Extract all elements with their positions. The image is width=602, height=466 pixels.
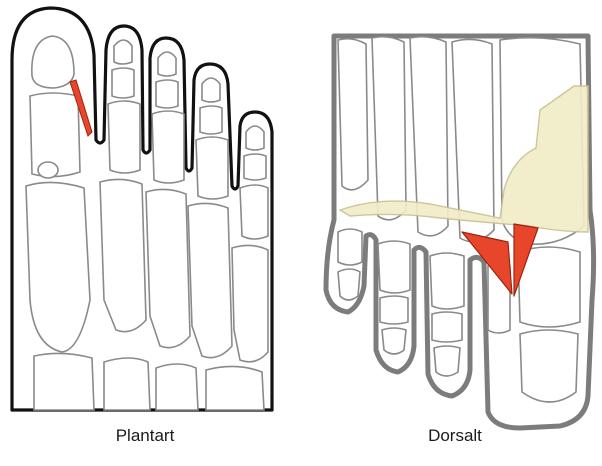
- plantar-toe4-proximal: [196, 137, 228, 199]
- plantar-toe4-middle: [200, 106, 222, 134]
- plantar-toe3-proximal: [152, 111, 184, 183]
- plantar-foot-illustration: [12, 8, 272, 410]
- dorsal-foot-illustration: [326, 36, 594, 428]
- plantar-metatarsal-4: [188, 203, 232, 357]
- dorsal-toe5-distal: [338, 269, 360, 300]
- plantar-toe2-middle: [112, 68, 134, 98]
- plantar-hallux-distal: [32, 36, 74, 88]
- plantar-metatarsal-5: [232, 245, 268, 361]
- plantar-cuneiform-2: [104, 358, 150, 410]
- dorsal-hallux-distal: [520, 330, 578, 402]
- dorsal-toe4-proximal: [378, 241, 410, 293]
- plantar-sesamoid: [38, 162, 58, 178]
- plantar-cuboid: [206, 366, 264, 410]
- plantar-cuneiform-3: [156, 364, 198, 410]
- plantar-toe5-proximal: [240, 185, 268, 239]
- dorsal-metatarsal-4: [372, 37, 406, 220]
- plantar-metatarsal-2: [100, 179, 146, 331]
- plantar-toe2-proximal: [108, 101, 140, 173]
- plantar-toe2-distal: [114, 40, 132, 64]
- dorsal-toe4-middle: [380, 296, 408, 324]
- plantar-toe5-distal: [246, 126, 264, 150]
- dorsal-toe3-middle: [432, 312, 462, 342]
- plantar-toe4-distal: [202, 78, 220, 102]
- dorsal-toe5-proximal: [338, 229, 362, 265]
- dorsal-metatarsal-5: [338, 39, 368, 190]
- dorsal-toe4-distal: [382, 328, 406, 354]
- plantar-metatarsal-3: [146, 189, 190, 347]
- plantar-toe5-middle: [244, 154, 266, 180]
- dorsal-toe3-proximal: [430, 253, 464, 309]
- plantar-cuneiform-1: [34, 353, 94, 410]
- plantar-toe3-distal: [158, 52, 176, 76]
- dorsal-caption: Dorsalt: [370, 426, 540, 446]
- plantar-toe3-middle: [156, 80, 178, 108]
- plantar-caption: Plantart: [60, 426, 230, 446]
- plantar-metatarsal-1: [26, 182, 90, 352]
- dorsal-toe3-distal: [434, 346, 460, 376]
